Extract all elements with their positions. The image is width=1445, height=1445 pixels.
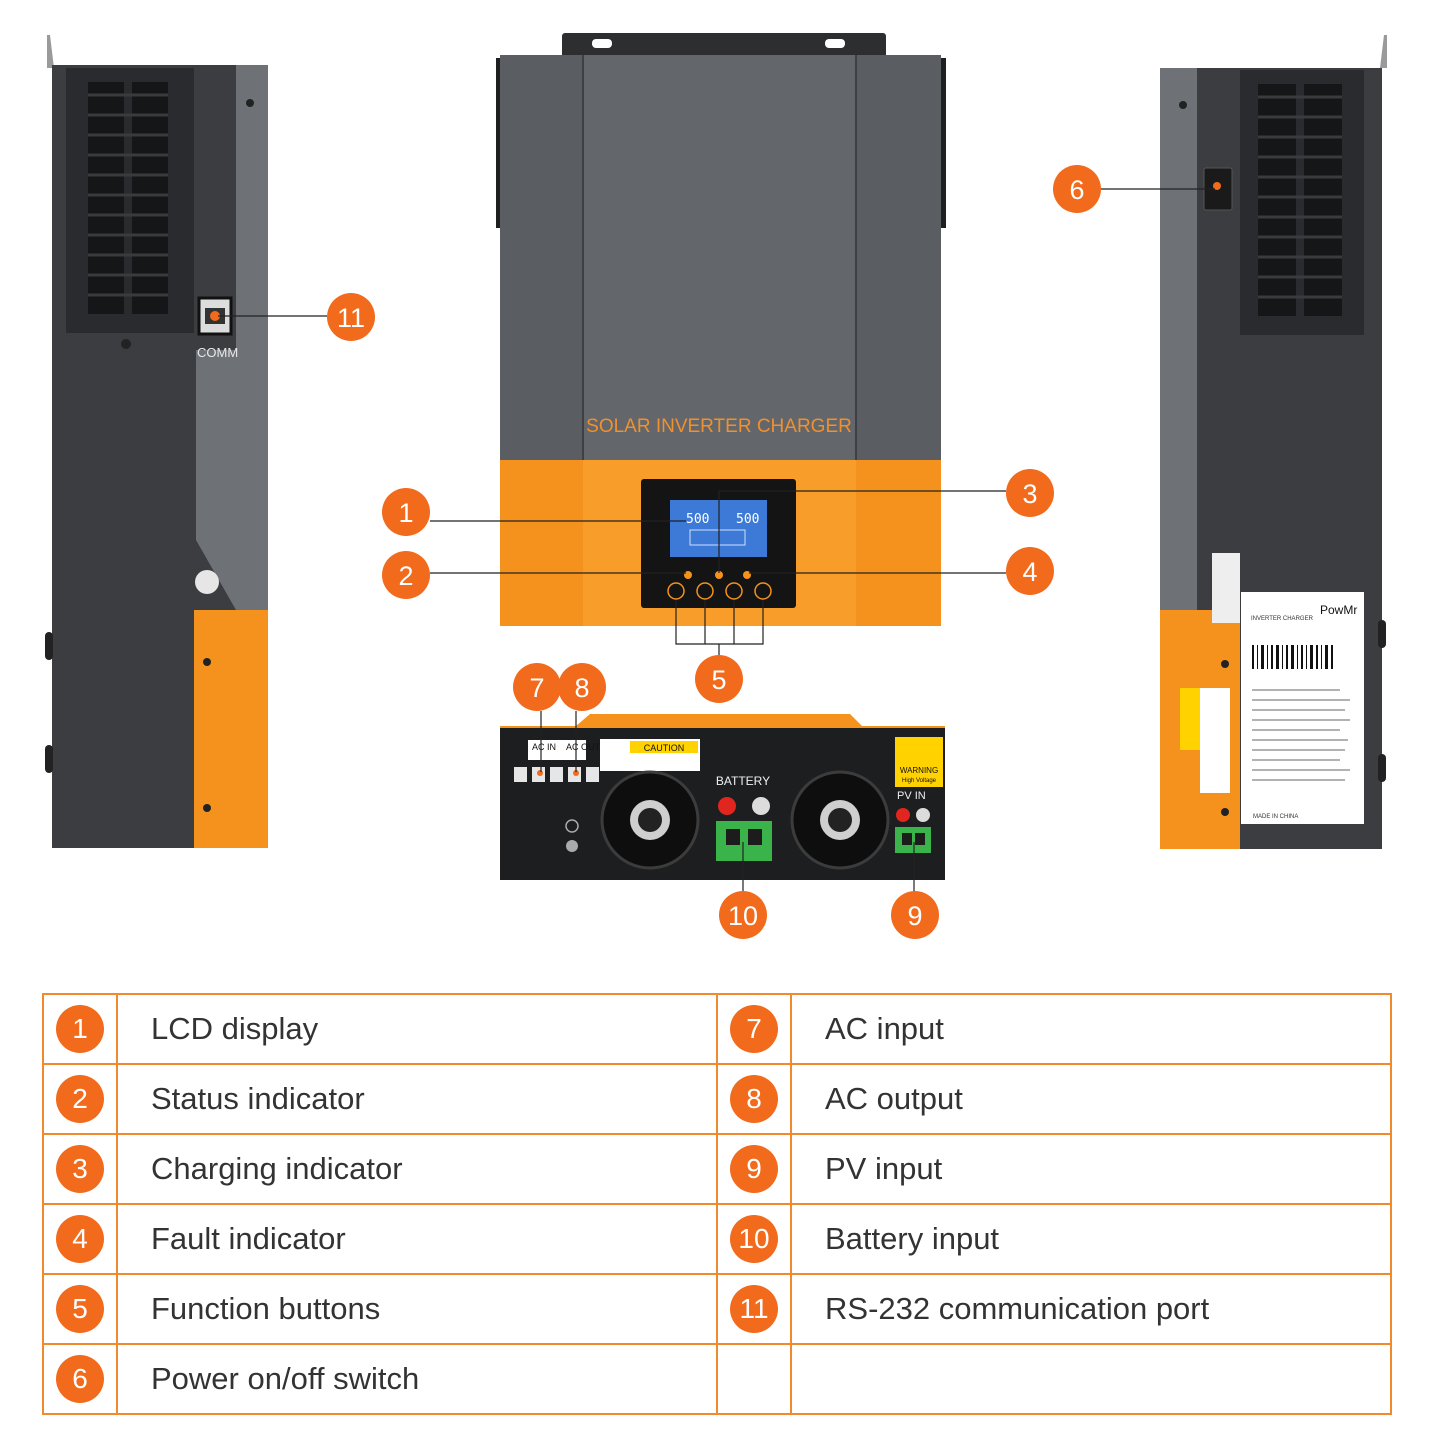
sticker-title: INVERTER CHARGER <box>1251 616 1314 622</box>
warning-label: WARNING <box>900 766 938 775</box>
function-buttons <box>667 582 772 600</box>
legend-badge: 2 <box>56 1075 104 1123</box>
pv-in-label: PV IN <box>897 790 926 802</box>
svg-text:8: 8 <box>574 673 589 703</box>
svg-text:1: 1 <box>398 498 413 528</box>
made-in-label: MADE IN CHINA <box>1253 814 1298 820</box>
ac-in-label: AC IN <box>532 742 556 752</box>
legend-label: PV input <box>790 1133 1392 1205</box>
legend-label: Function buttons <box>116 1273 718 1345</box>
legend-row: 4 Fault indicator 10 Battery input <box>42 1203 1392 1275</box>
callout-11: 11 <box>327 293 375 341</box>
warning-sticker <box>895 737 943 787</box>
svg-text:5: 5 <box>711 665 726 695</box>
legend-row: 6 Power on/off switch <box>42 1343 1392 1415</box>
legend-badge: 5 <box>56 1285 104 1333</box>
front-view: SOLAR INVERTER CHARGER 500 500 <box>496 33 946 626</box>
comm-label: COMM <box>197 345 238 360</box>
callout-4: 4 <box>1006 547 1054 595</box>
caution-label: CAUTION <box>644 743 685 753</box>
legend-label: Fault indicator <box>116 1203 718 1275</box>
legend-badge: 11 <box>730 1285 778 1333</box>
pv-terminal <box>895 827 931 853</box>
legend-label: RS-232 communication port <box>790 1273 1392 1345</box>
legend-row: 5 Function buttons 11 RS-232 communicati… <box>42 1273 1392 1345</box>
callout-8: 8 <box>558 663 606 711</box>
legend-empty-cell <box>790 1343 1392 1415</box>
callout-5: 5 <box>695 655 743 703</box>
front-title: SOLAR INVERTER CHARGER <box>586 416 852 437</box>
spec-sticker <box>1241 592 1364 824</box>
bottom-view: AC IN AC OUT CAUTION WARNING High Voltag… <box>500 714 945 880</box>
battery-terminal <box>716 821 772 861</box>
leader-lines <box>218 188 1215 893</box>
legend-label: AC output <box>790 1063 1392 1135</box>
brand-label: PowMr <box>1320 603 1357 617</box>
fan-right <box>790 770 890 870</box>
legend-row: 2 Status indicator 8 AC output <box>42 1063 1392 1135</box>
fault-led <box>743 571 751 579</box>
legend-badge: 4 <box>56 1215 104 1263</box>
callout-3: 3 <box>1006 469 1054 517</box>
callout-6: 6 <box>1053 165 1101 213</box>
legend-label: Status indicator <box>116 1063 718 1135</box>
legend-badge: 1 <box>56 1005 104 1053</box>
barcode <box>1252 645 1333 669</box>
legend-label: LCD display <box>116 993 718 1065</box>
charging-led <box>715 571 723 579</box>
svg-text:9: 9 <box>907 901 922 931</box>
svg-text:2: 2 <box>398 561 413 591</box>
legend-label: Power on/off switch <box>116 1343 718 1415</box>
legend-label: Battery input <box>790 1203 1392 1275</box>
left-orange-panel <box>194 610 268 848</box>
fan-left <box>600 770 700 870</box>
legend-badge: 8 <box>730 1075 778 1123</box>
svg-text:11: 11 <box>337 303 365 333</box>
legend-badge: 3 <box>56 1145 104 1193</box>
legend-empty-cell <box>716 1343 792 1415</box>
product-illustration: COMM SOLAR INVERTER CHARGER 500 500 <box>45 33 1387 939</box>
left-side-view: COMM <box>45 35 268 848</box>
svg-text:10: 10 <box>728 901 758 931</box>
callout-7: 7 <box>513 663 561 711</box>
ac-out-label: AC OUT <box>566 742 601 752</box>
legend-badge: 10 <box>730 1215 778 1263</box>
legend-row: 1 LCD display 7 AC input <box>42 993 1392 1065</box>
svg-text:6: 6 <box>1069 175 1084 205</box>
callout-9: 9 <box>891 891 939 939</box>
lcd-right-value: 500 <box>736 512 759 527</box>
status-led <box>684 571 692 579</box>
legend-badge: 6 <box>56 1355 104 1403</box>
legend-label: AC input <box>790 993 1392 1065</box>
legend-table: 1 LCD display 7 AC input 2 Status indica… <box>42 993 1392 1415</box>
warning-sub-label: High Voltage <box>902 778 937 784</box>
right-side-view: PowMr INVERTER CHARGER MADE IN CHINA <box>1160 35 1387 849</box>
svg-text:4: 4 <box>1022 557 1037 587</box>
legend-row: 3 Charging indicator 9 PV input <box>42 1133 1392 1205</box>
svg-text:3: 3 <box>1022 479 1037 509</box>
callout-2: 2 <box>382 551 430 599</box>
callout-10: 10 <box>719 891 767 939</box>
lcd-left-value: 500 <box>686 512 709 527</box>
callout-1: 1 <box>382 488 430 536</box>
legend-badge: 9 <box>730 1145 778 1193</box>
svg-text:7: 7 <box>529 673 544 703</box>
legend-badge: 7 <box>730 1005 778 1053</box>
legend-label: Charging indicator <box>116 1133 718 1205</box>
battery-label: BATTERY <box>716 774 770 788</box>
